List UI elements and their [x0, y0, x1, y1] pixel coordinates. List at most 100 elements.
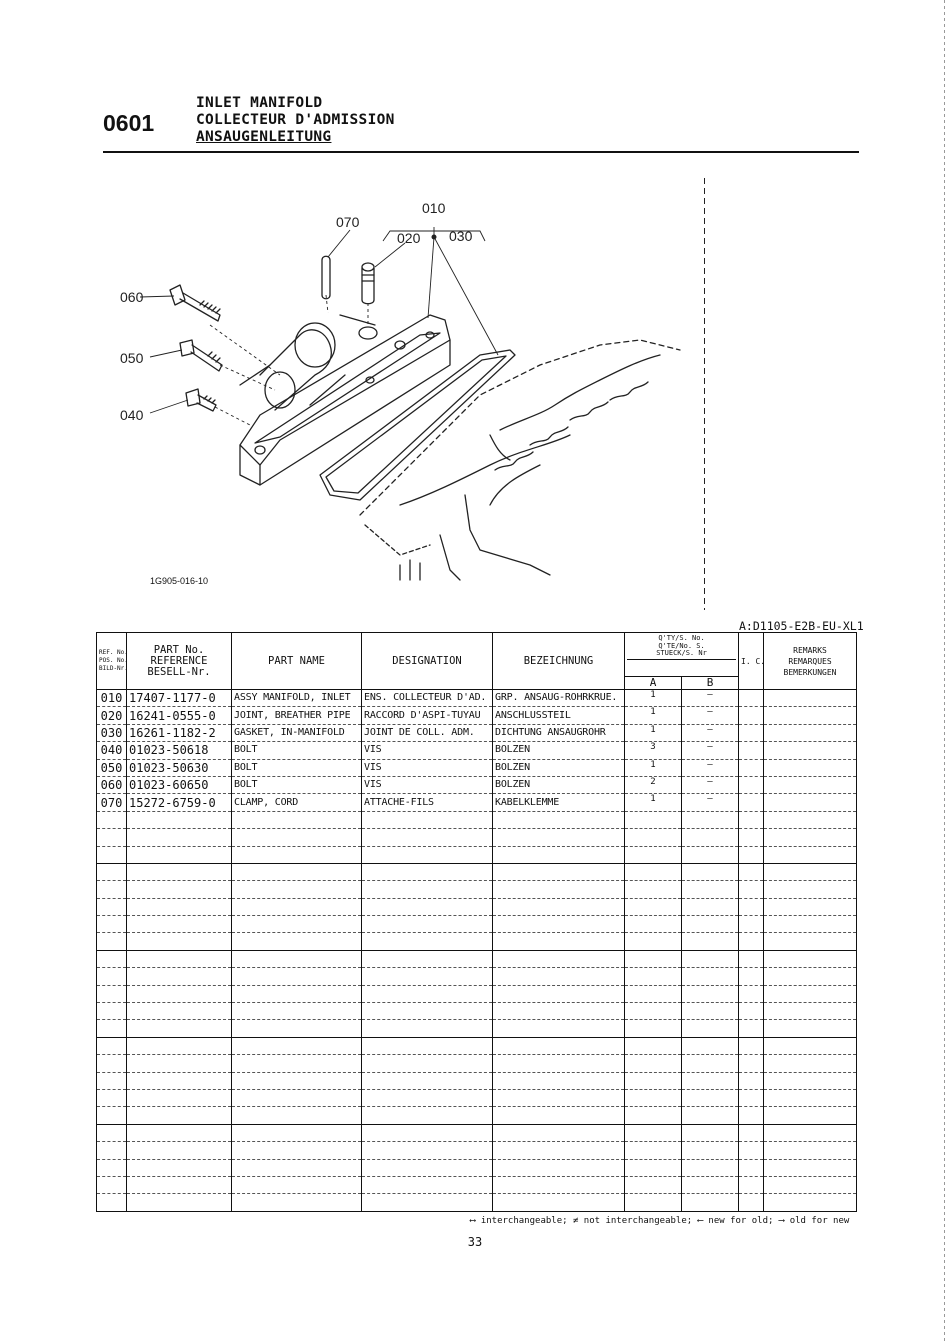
cell-qty-b: – — [680, 689, 740, 708]
empty-row — [96, 898, 858, 917]
cell-qty-a: 1 — [624, 724, 682, 743]
empty-row — [96, 915, 858, 934]
cell-ref: 010 — [96, 689, 127, 708]
table-row: 030 16261-1182-2 GASKET, IN-MANIFOLD JOI… — [96, 724, 858, 743]
cell-remarks — [763, 776, 858, 795]
figure-id: 1G905-016-10 — [150, 576, 209, 586]
cell-remarks — [763, 741, 858, 760]
head-outline — [359, 339, 681, 516]
cell-qty-b: – — [680, 776, 740, 795]
cell-ic — [738, 689, 765, 708]
cell-bezeichnung: BOLZEN — [492, 759, 625, 777]
gasket-030 — [319, 349, 516, 501]
cell-qty-a: 1 — [624, 759, 682, 777]
cell-designation: RACCORD D'ASPI-TUYAU — [361, 706, 493, 725]
cell-ref: 020 — [96, 706, 127, 725]
cell-remarks — [763, 793, 858, 812]
cell-remarks — [763, 724, 858, 743]
empty-row — [96, 1176, 858, 1195]
page-edge — [944, 0, 945, 1342]
cell-qty-b: – — [680, 706, 740, 725]
title-german: ANSAUGENLEITUNG — [196, 129, 332, 145]
empty-row — [96, 1072, 858, 1090]
header-ic: I. C. — [738, 632, 765, 690]
cell-ref: 070 — [96, 793, 127, 812]
cell-bezeichnung: ANSCHLUSSTEIL — [492, 706, 625, 725]
cell-part-no: 16261-1182-2 — [126, 724, 232, 743]
table-row: 040 01023-50618 BOLT VIS BOLZEN 3 – — [96, 741, 858, 760]
cell-part-name: GASKET, IN-MANIFOLD — [231, 724, 362, 743]
empty-row — [96, 1141, 858, 1160]
header-part-no: PART No. REFERENCE BESELL-Nr. — [126, 632, 232, 690]
callout-020: 020 — [397, 230, 421, 246]
cell-ref: 030 — [96, 724, 127, 743]
empty-row — [96, 1124, 858, 1143]
cell-designation: ATTACHE-FILS — [361, 793, 493, 812]
empty-row — [96, 950, 858, 969]
cell-bezeichnung: GRP. ANSAUG-ROHRKRUE. — [492, 689, 625, 708]
cell-part-no: 17407-1177-0 — [126, 689, 232, 708]
cell-qty-b: – — [680, 759, 740, 777]
empty-row — [96, 967, 858, 986]
header-designation: DESIGNATION — [361, 632, 493, 690]
empty-row — [96, 1037, 858, 1056]
cell-part-name: CLAMP, CORD — [231, 793, 362, 812]
table-header-row: REF. No. POS. No. BILD-Nr. PART No. REFE… — [96, 632, 858, 690]
cell-bezeichnung: DICHTUNG ANSAUGROHR — [492, 724, 625, 743]
empty-row — [96, 828, 858, 847]
header-bezeichnung: BEZEICHNUNG — [492, 632, 625, 690]
callout-070: 070 — [336, 214, 360, 230]
cell-part-no: 15272-6759-0 — [126, 793, 232, 812]
model-code: A:D1105-E2B-EU-XL1 — [739, 619, 864, 633]
cell-part-name: BOLT — [231, 759, 362, 777]
cell-remarks — [763, 689, 858, 708]
callout-050: 050 — [120, 350, 144, 366]
vertical-dashed-divider — [704, 178, 705, 610]
cell-qty-a: 1 — [624, 706, 682, 725]
table-row: 050 01023-50630 BOLT VIS BOLZEN 1 – — [96, 759, 858, 777]
header-qty: Q'TY/S. No. Q'TE/No. S. STUECK/S. Nr — [623, 632, 740, 677]
cell-qty-a: 3 — [624, 741, 682, 760]
cell-remarks — [763, 706, 858, 725]
cell-part-name: ASSY MANIFOLD, INLET — [231, 689, 362, 708]
cell-bezeichnung: BOLZEN — [492, 741, 625, 760]
empty-row — [96, 985, 858, 1004]
table-row: 060 01023-60650 BOLT VIS BOLZEN 2 – — [96, 776, 858, 795]
title-french: COLLECTEUR D'ADMISSION — [196, 112, 395, 128]
title-english: INLET MANIFOLD — [196, 95, 323, 111]
cell-ref: 060 — [96, 776, 127, 795]
empty-row — [96, 863, 858, 882]
cell-ic — [738, 724, 765, 743]
header-part-name: PART NAME — [231, 632, 362, 690]
cell-ref: 040 — [96, 741, 127, 760]
cord-clamp-070 — [321, 255, 331, 300]
manifold-010 — [239, 314, 451, 486]
interchangeability-legend: ⟷ interchangeable; ≠ not interchangeable… — [470, 1216, 850, 1226]
cell-qty-b: – — [680, 793, 740, 812]
cell-qty-a: 1 — [624, 793, 682, 812]
cell-designation: VIS — [361, 776, 493, 795]
empty-row — [96, 1019, 858, 1038]
cell-ref: 050 — [96, 759, 127, 777]
parts-table: REF. No. POS. No. BILD-Nr. PART No. REFE… — [96, 632, 858, 1212]
cell-bezeichnung: KABELKLEMME — [492, 793, 625, 812]
header-remarks: REMARKS REMARQUES BEMERKUNGEN — [763, 632, 858, 690]
cell-designation: VIS — [361, 759, 493, 777]
breather-joint-020 — [361, 262, 375, 305]
callout-060: 060 — [120, 289, 144, 305]
section-number: 0601 — [103, 110, 155, 136]
table-row: 010 17407-1177-0 ASSY MANIFOLD, INLET EN… — [96, 689, 858, 708]
empty-row — [96, 1106, 858, 1125]
cell-qty-a: 2 — [624, 776, 682, 795]
empty-row — [96, 811, 858, 830]
empty-row — [96, 846, 858, 864]
empty-row — [96, 1054, 858, 1073]
table-row: 070 15272-6759-0 CLAMP, CORD ATTACHE-FIL… — [96, 793, 858, 812]
empty-row — [96, 880, 858, 899]
title-block: INLET MANIFOLD COLLECTEUR D'ADMISSION AN… — [196, 95, 395, 146]
header-rule — [103, 151, 859, 153]
cell-ic — [738, 793, 765, 812]
bolt-060 — [169, 284, 221, 322]
empty-row — [96, 1193, 858, 1212]
header-ref-no: REF. No. POS. No. BILD-Nr. — [96, 632, 127, 690]
